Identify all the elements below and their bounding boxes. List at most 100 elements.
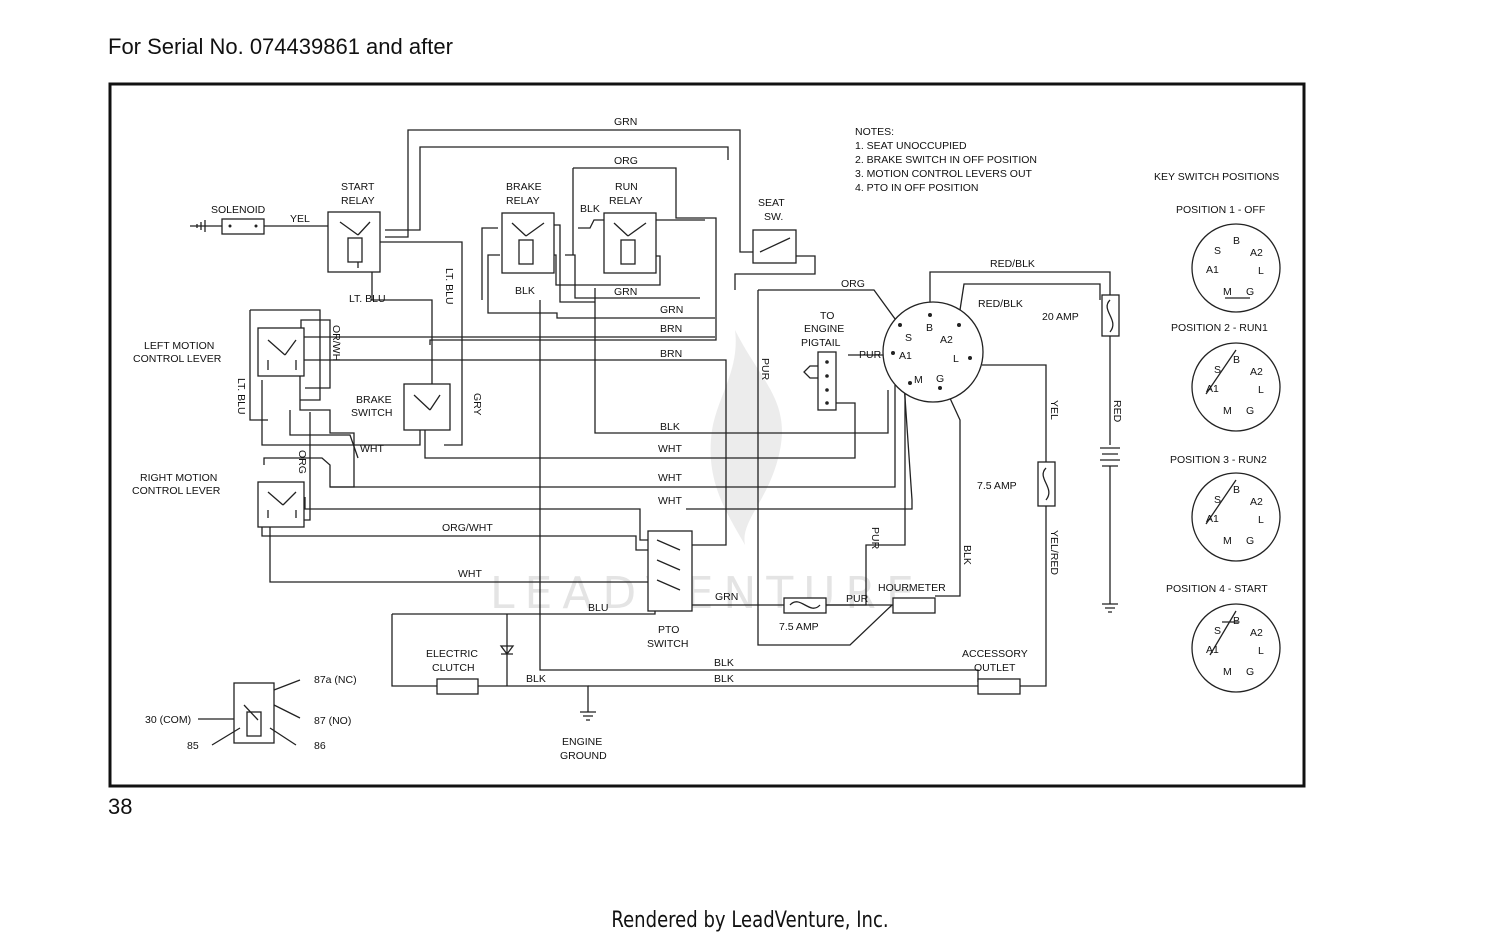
wire-label: BLK	[714, 673, 734, 685]
note-1: 1. SEAT UNOCCUPIED	[855, 140, 967, 152]
electric-clutch	[436, 678, 479, 695]
wire-label: WHT	[658, 495, 682, 507]
position-label: POSITION 1 - OFF	[1176, 204, 1265, 216]
wires	[190, 129, 1120, 721]
wire-label: BLK	[580, 203, 600, 215]
terminal-label: A2	[940, 334, 953, 346]
wire-label: RED/BLK	[990, 258, 1035, 270]
brake-relay-label-1: BRAKE	[506, 181, 542, 193]
wire-label: ORG	[841, 278, 865, 290]
position-terminal-label: B	[1233, 615, 1240, 627]
electric-clutch-label-2: CLUTCH	[432, 662, 475, 674]
start-relay	[327, 211, 381, 273]
engine-ground-label-2: GROUND	[560, 750, 607, 762]
wire-label: WHT	[458, 568, 482, 580]
pigtail-label-2: ENGINE	[804, 323, 844, 335]
wire-label: WHT	[658, 472, 682, 484]
wire-label: LT. BLU	[235, 378, 247, 415]
relay-legend-symbol	[198, 679, 301, 746]
hourmeter-label: HOURMETER	[878, 582, 946, 594]
brake-switch	[403, 383, 451, 431]
wire-label: RED	[1111, 400, 1123, 423]
pto-switch	[647, 530, 693, 612]
brake-switch-label-1: BRAKE	[356, 394, 392, 406]
position-label: POSITION 3 - RUN2	[1170, 454, 1267, 466]
position-terminal-label: A2	[1250, 366, 1263, 378]
wire-label: BRN	[660, 323, 682, 335]
wire-label: BLK	[961, 545, 973, 565]
pto-switch-label-1: PTO	[658, 624, 679, 636]
position-terminal-label: A1	[1206, 644, 1219, 656]
wire-label: OR/WH	[330, 325, 342, 361]
position-terminal-label: S	[1214, 625, 1221, 637]
relay-terminal-label: 86	[314, 740, 326, 752]
wire-label: WHT	[360, 443, 384, 455]
wire-label: ORG/WHT	[442, 522, 493, 534]
wire-label: ORG	[296, 450, 308, 474]
footer-credit: Rendered by LeadVenture, Inc.	[611, 908, 889, 933]
terminal-label: B	[926, 322, 933, 334]
pto-switch-label-2: SWITCH	[647, 638, 688, 650]
run-relay-label-1: RUN	[615, 181, 638, 193]
fuse-75-amp-lower-label: 7.5 AMP	[779, 621, 819, 633]
wire-label: LT. BLU	[349, 293, 386, 305]
accessory-outlet-label-1: ACCESSORY	[962, 648, 1028, 660]
wire-label: YEL/RED	[1048, 530, 1060, 575]
wire-label: GRN	[614, 286, 637, 298]
right-motion-control-lever-switch	[257, 481, 305, 528]
engine-ground-label-1: ENGINE	[562, 736, 602, 748]
position-terminal-label: L	[1258, 514, 1264, 526]
position-terminal-label: A2	[1250, 247, 1263, 259]
terminal-label: S	[905, 332, 912, 344]
seat-sw-label-2: SW.	[764, 211, 783, 223]
solenoid-label: SOLENOID	[211, 204, 266, 216]
wire-label: BLK	[714, 657, 734, 669]
left-motion-control-lever-switch	[257, 327, 305, 377]
position-terminal-label: M	[1223, 286, 1232, 298]
relay-terminal-label: 87a (NC)	[314, 674, 357, 686]
left-motion-label-2: CONTROL LEVER	[133, 353, 222, 365]
position-terminal-label: A2	[1250, 496, 1263, 508]
wire-label: ORG	[614, 155, 638, 167]
brake-relay	[501, 212, 555, 274]
seat-sw-label-1: SEAT	[758, 197, 785, 209]
fuse-7-5-amp-right	[1037, 461, 1056, 507]
wire-label: LT. BLU	[443, 268, 455, 305]
relay-terminal-label: 85	[187, 740, 199, 752]
wire-label: BRN	[660, 348, 682, 360]
position-terminal-label: A1	[1206, 264, 1219, 276]
right-motion-label-2: CONTROL LEVER	[132, 485, 221, 497]
key-switch-position-diagrams	[1191, 223, 1281, 693]
watermark-flame-icon	[710, 330, 782, 545]
position-terminal-label: S	[1214, 245, 1221, 257]
seat-switch	[752, 229, 797, 264]
wire-label: PUR	[859, 349, 882, 361]
position-terminal-label: G	[1246, 405, 1254, 417]
wire-label: GRN	[614, 116, 637, 128]
terminal-label: L	[953, 353, 959, 365]
terminal-label: M	[914, 374, 923, 386]
position-terminal-label: M	[1223, 666, 1232, 678]
position-terminal-label: G	[1246, 286, 1254, 298]
watermark: LEADVENTURE	[490, 568, 924, 619]
solenoid	[221, 218, 265, 235]
serial-note: For Serial No. 074439861 and after	[108, 34, 453, 59]
notes-title: NOTES:	[855, 126, 894, 138]
wire-label: YEL	[1048, 400, 1060, 420]
position-terminal-label: L	[1258, 384, 1264, 396]
accessory-outlet-label-2: OUTLET	[974, 662, 1016, 674]
terminal-label: A1	[899, 350, 912, 362]
position-terminal-label: S	[1214, 494, 1221, 506]
wire-label: PUR	[759, 358, 771, 381]
position-terminal-label: A2	[1250, 627, 1263, 639]
pigtail-label-3: PIGTAIL	[801, 337, 841, 349]
note-3: 3. MOTION CONTROL LEVERS OUT	[855, 168, 1033, 180]
position-terminal-label: L	[1258, 265, 1264, 277]
wire-label: YEL	[290, 213, 310, 225]
position-terminal-label: M	[1223, 535, 1232, 547]
wire-label: GRN	[715, 591, 738, 603]
position-label: POSITION 4 - START	[1166, 583, 1268, 595]
run-relay	[603, 212, 657, 274]
wire-label: BLK	[660, 421, 680, 433]
